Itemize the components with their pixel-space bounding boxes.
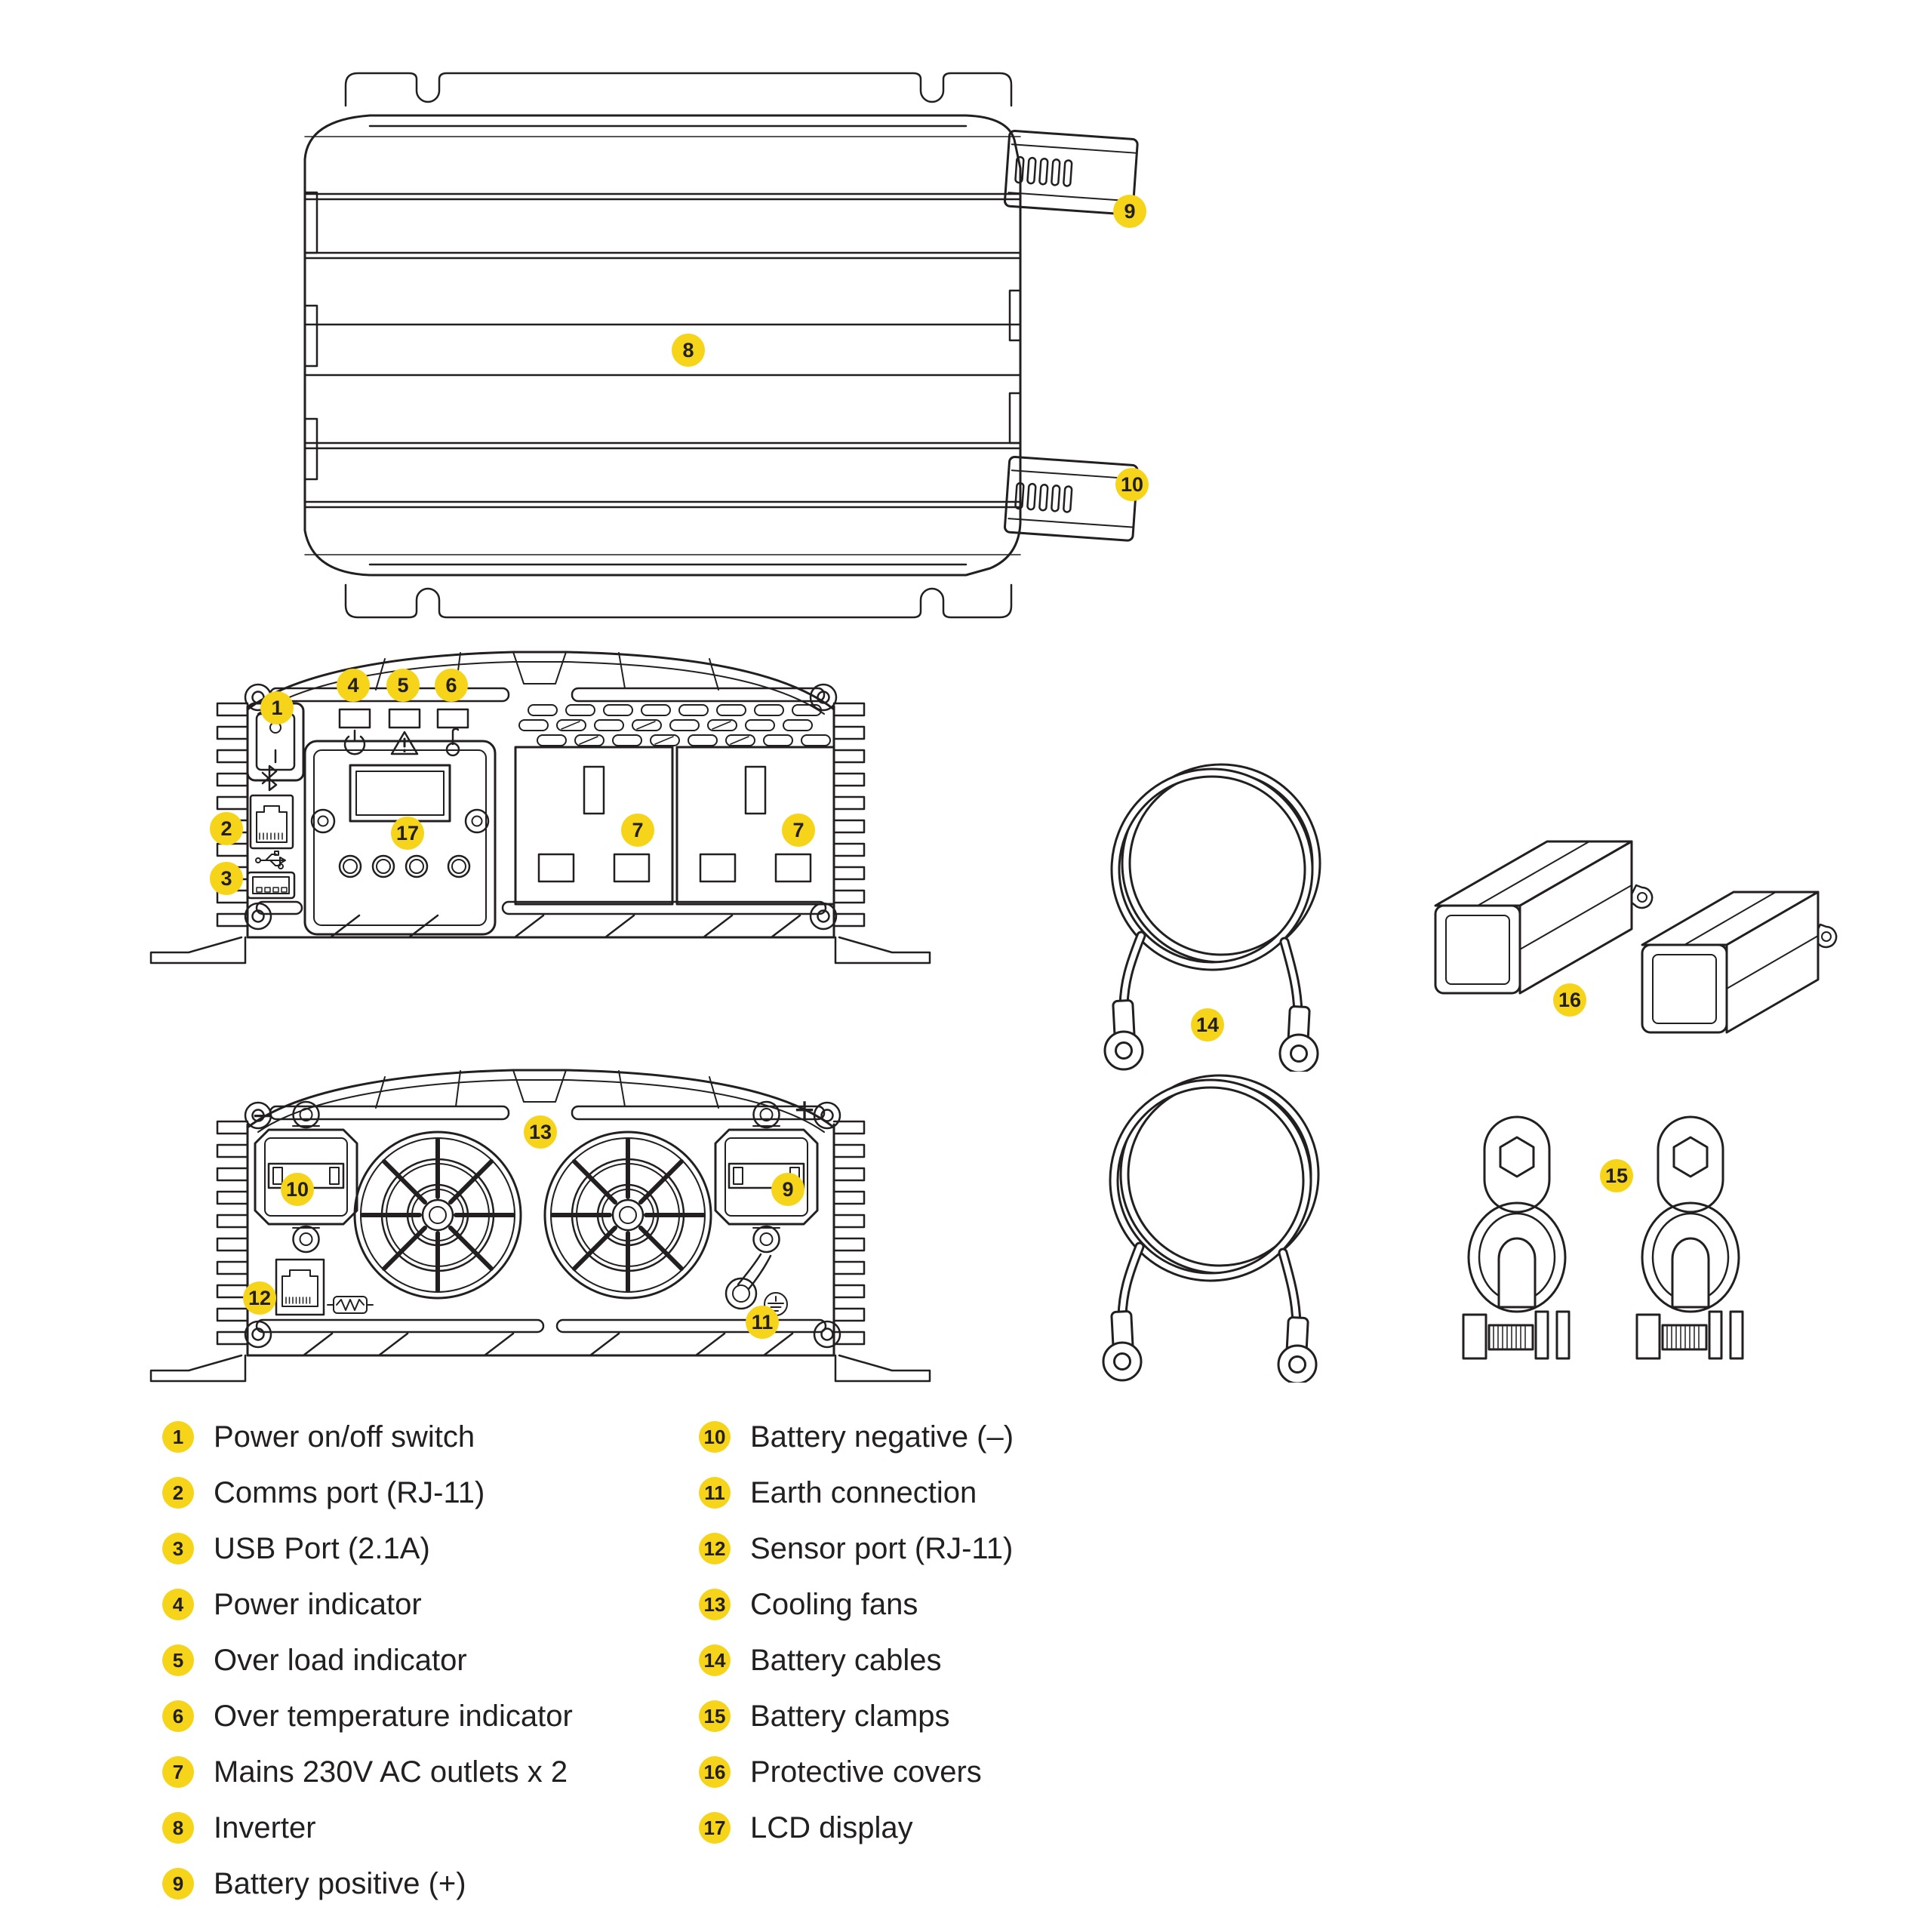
battery-clamp-right: [1635, 1115, 1744, 1360]
front-chassis: [149, 651, 931, 964]
legend-item-12: 12 Sensor port (RJ-11): [699, 1531, 1014, 1565]
protective-cover-left: [1434, 840, 1654, 995]
lcd-display: [303, 740, 497, 936]
legend-item-10: 10 Battery negative (–): [699, 1420, 1014, 1454]
legend-item-7: 7 Mains 230V AC outlets x 2: [162, 1755, 573, 1789]
legend-badge-8: 8: [162, 1812, 194, 1844]
battery-clamp-left: [1462, 1115, 1571, 1360]
legend-item-16: 16 Protective covers: [699, 1755, 1014, 1789]
rear-view-diagram: − +: [149, 1069, 931, 1383]
bottom-mounting-plate: [344, 583, 1013, 619]
legend-label: Cooling fans: [750, 1587, 918, 1621]
legend-item-4: 4 Power indicator: [162, 1587, 573, 1621]
lcd-buttons: [338, 854, 471, 878]
legend-label: Over load indicator: [214, 1643, 467, 1677]
legend-label: Earth connection: [750, 1475, 977, 1509]
legend-item-11: 11 Earth connection: [699, 1475, 1014, 1509]
legend-badge-3: 3: [162, 1533, 194, 1564]
protective-covers: [1434, 840, 1838, 1034]
battery-clamps: [1462, 1115, 1744, 1360]
cooling-fan-left: [353, 1131, 522, 1300]
legend-label: Over temperature indicator: [214, 1699, 573, 1733]
top-view-diagram: [303, 72, 1139, 619]
resistor-icon: [327, 1296, 374, 1314]
front-view-diagram: [149, 651, 931, 964]
legend-badge-5: 5: [162, 1644, 194, 1676]
legend-badge-16: 16: [699, 1756, 731, 1788]
legend-column-1: 10 Battery negative (–) 11 Earth connection…: [699, 1420, 1014, 1868]
legend-badge-9: 9: [162, 1868, 194, 1900]
legend-label: Protective covers: [750, 1755, 982, 1789]
comms-port-rj11: [249, 794, 294, 850]
legend-badge-11: 11: [699, 1477, 731, 1509]
legend-label: LCD display: [750, 1810, 913, 1844]
legend-item-6: 6 Over temperature indicator: [162, 1699, 573, 1733]
legend-badge-4: 4: [162, 1589, 194, 1620]
legend-label: Inverter: [214, 1810, 316, 1844]
rear-chassis: [149, 1069, 931, 1383]
legend-badge-12: 12: [699, 1533, 731, 1564]
indicator-leds: [338, 708, 469, 729]
protective-cover-right: [1641, 891, 1838, 1034]
bluetooth-icon: [261, 764, 278, 792]
legend-label: Battery cables: [750, 1643, 942, 1677]
mains-outlet-right: [675, 746, 835, 906]
legend-column-0: 1 Power on/off switch 2 Comms port (RJ-11) 3…: [162, 1420, 573, 1924]
legend-item-1: 1 Power on/off switch: [162, 1420, 573, 1454]
legend-badge-13: 13: [699, 1589, 731, 1620]
sensor-port-rj11: [275, 1258, 325, 1316]
vent-slots: [518, 704, 831, 746]
legend-label: Battery clamps: [750, 1699, 950, 1733]
legend-label: USB Port (2.1A): [214, 1531, 430, 1565]
legend-badge-10: 10: [699, 1421, 731, 1453]
battery-cable-top: [1103, 763, 1321, 1072]
legend-item-13: 13 Cooling fans: [699, 1587, 1014, 1621]
mains-outlet-left: [514, 746, 674, 906]
usb-port: [246, 871, 296, 900]
plus-sign: +: [795, 1090, 815, 1129]
power-switch: [246, 702, 305, 782]
legend-badge-1: 1: [162, 1421, 194, 1453]
legend-badge-15: 15: [699, 1700, 731, 1732]
legend-item-15: 15 Battery clamps: [699, 1699, 1014, 1733]
legend-badge-7: 7: [162, 1756, 194, 1788]
legend-item-17: 17 LCD display: [699, 1810, 1014, 1844]
legend-label: Mains 230V AC outlets x 2: [214, 1755, 568, 1789]
legend-badge-6: 6: [162, 1700, 194, 1732]
top-mounting-plate: [344, 72, 1013, 107]
legend-badge-14: 14: [699, 1644, 731, 1676]
legend-item-5: 5 Over load indicator: [162, 1643, 573, 1677]
minus-sign: −: [253, 1096, 273, 1135]
earth-connection: [724, 1253, 788, 1316]
legend-item-9: 9 Battery positive (+): [162, 1866, 573, 1900]
terminal-bar-positive: [1003, 129, 1139, 216]
legend-label: Battery negative (–): [750, 1420, 1014, 1454]
legend-item-2: 2 Comms port (RJ-11): [162, 1475, 573, 1509]
earth-icon: [764, 1292, 788, 1316]
legend-item-14: 14 Battery cables: [699, 1643, 1014, 1677]
polarity-markers: − +: [253, 1090, 815, 1135]
cooling-fan-right: [543, 1131, 712, 1300]
terminal-bar-negative: [1003, 455, 1139, 542]
legend-label: Comms port (RJ-11): [214, 1475, 485, 1509]
usb-icon: [255, 851, 286, 869]
legend-label: Sensor port (RJ-11): [750, 1531, 1014, 1565]
legend-label: Power indicator: [214, 1587, 422, 1621]
legend-label: Battery positive (+): [214, 1866, 466, 1900]
legend-item-8: 8 Inverter: [162, 1810, 573, 1844]
battery-cable-bottom: [1102, 1074, 1320, 1383]
legend-label: Power on/off switch: [214, 1420, 475, 1454]
legend-badge-2: 2: [162, 1477, 194, 1509]
legend-badge-17: 17: [699, 1812, 731, 1844]
legend-item-3: 3 USB Port (2.1A): [162, 1531, 573, 1565]
inverter-body-top: [303, 114, 1022, 577]
